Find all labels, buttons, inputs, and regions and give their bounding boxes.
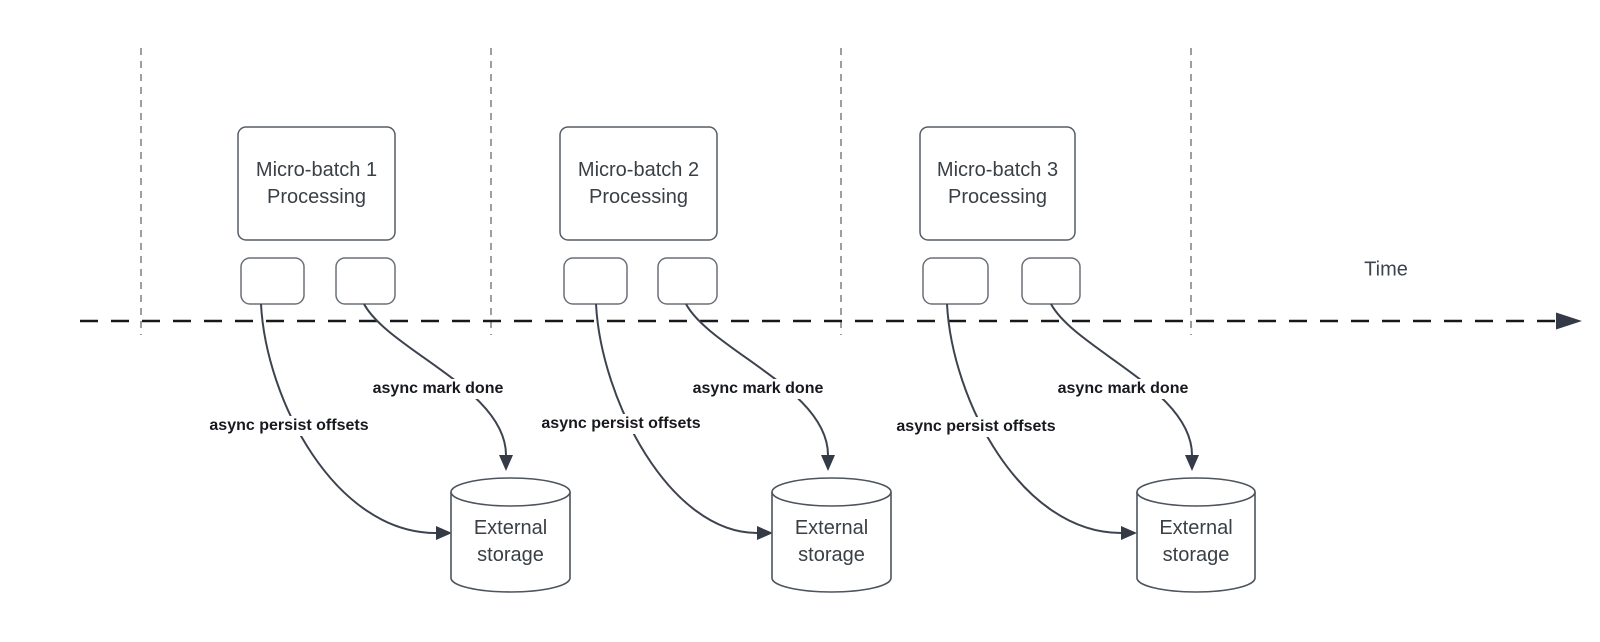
batch-2-box-label: Micro-batch 2 Processing	[577, 158, 700, 208]
batch-2-persist-arrowhead-icon	[757, 526, 773, 540]
time-axis-arrowhead-icon	[1556, 312, 1582, 330]
batch-1-storage-cylinder-top	[450, 477, 571, 507]
batch-3-persist-connector	[946, 303, 1122, 534]
batch-1-small-box-right	[335, 257, 396, 305]
batch-1-persist-connector	[260, 303, 437, 534]
batch-3-box-label: Micro-batch 3 Processing	[936, 158, 1059, 208]
batch-3-small-box-right	[1021, 257, 1081, 305]
batch-3-storage-label: External storage	[1159, 517, 1233, 566]
batch-2-persist-connector	[595, 303, 758, 534]
batch-3-storage-cylinder-body	[1136, 492, 1256, 593]
batch-1-box-label: Micro-batch 1 Processing	[255, 158, 378, 208]
batch-1-mark-done-arrowhead-icon	[499, 455, 513, 471]
batch-1-small-box-left	[240, 257, 305, 305]
batch-3-persist-arrowhead-icon	[1121, 526, 1137, 540]
batch-1-mark-done-label: async mark done	[369, 379, 507, 399]
batch-1-persist-arrowhead-icon	[436, 526, 452, 540]
batch-3-mark-done-label: async mark done	[1054, 379, 1192, 399]
time-axis-label: Time	[1364, 258, 1408, 281]
batch-1-mark-done-connector	[363, 303, 507, 456]
batch-2-persist-label: async persist offsets	[538, 414, 704, 434]
batch-2-processing-box	[559, 126, 718, 241]
batch-1-persist-label: async persist offsets	[206, 416, 372, 436]
batch-3-processing-box	[919, 126, 1076, 241]
batch-3-small-box-left	[922, 257, 989, 305]
batch-2-storage-label: External storage	[794, 517, 869, 566]
batch-2-mark-done-connector	[685, 303, 829, 456]
batch-1-storage-cylinder-body	[450, 492, 571, 593]
batch-1-processing-box	[237, 126, 396, 241]
batch-2-small-box-left	[563, 257, 628, 305]
batch-2-mark-done-label: async mark done	[689, 379, 827, 399]
batch-2-storage-cylinder-body	[771, 492, 892, 593]
batch-2-storage-cylinder-top	[771, 477, 892, 507]
batch-3-mark-done-arrowhead-icon	[1185, 455, 1199, 471]
batch-1-storage-label: External storage	[473, 517, 548, 566]
batch-3-persist-label: async persist offsets	[893, 417, 1059, 437]
batch-3-mark-done-connector	[1050, 303, 1193, 456]
batch-2-mark-done-arrowhead-icon	[821, 455, 835, 471]
batch-2-small-box-right	[657, 257, 718, 305]
batch-3-storage-cylinder-top	[1136, 477, 1256, 507]
